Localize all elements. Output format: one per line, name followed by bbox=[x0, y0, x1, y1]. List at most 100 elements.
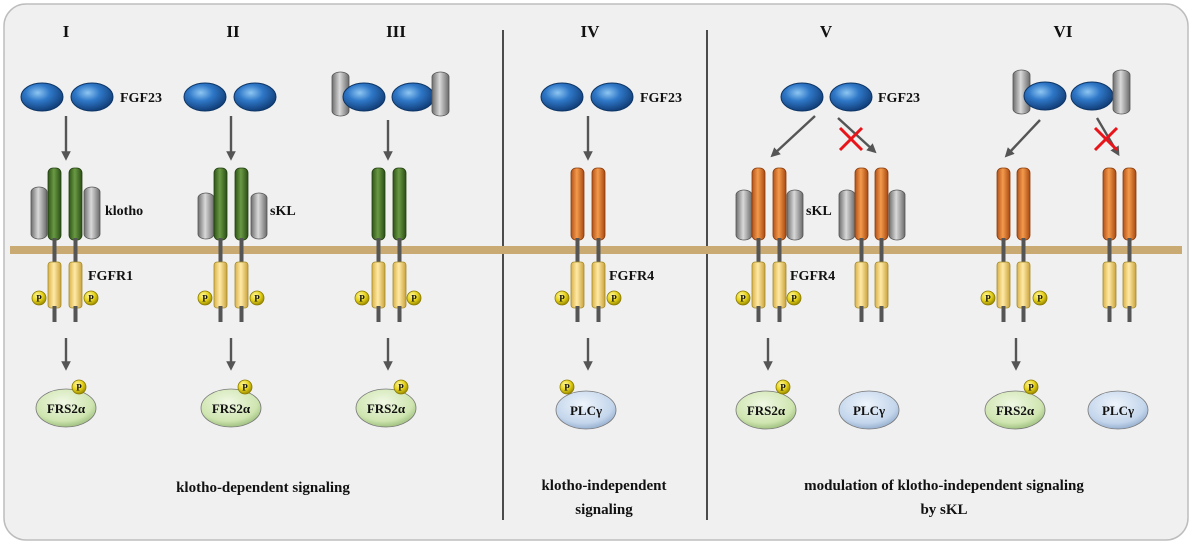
effector-label: FRS2α bbox=[996, 403, 1035, 418]
fgfr4-extracellular-domain bbox=[570, 167, 585, 241]
inhibition-cross bbox=[1093, 126, 1119, 152]
klotho-cylinder bbox=[888, 189, 906, 241]
fgfr1-extracellular-domain bbox=[392, 167, 407, 241]
transmembrane-stalk bbox=[575, 238, 580, 262]
receptor-label: FGFR4 bbox=[790, 269, 835, 284]
effector-protein bbox=[838, 390, 900, 430]
receptor-tail bbox=[376, 306, 381, 322]
effector-label: FRS2α bbox=[367, 401, 406, 416]
phospho-group bbox=[237, 379, 253, 395]
effector-protein bbox=[735, 390, 797, 430]
transmembrane-stalk bbox=[596, 238, 601, 262]
intracellular-kinase-domain bbox=[1122, 261, 1137, 309]
effector-label: PLCγ bbox=[853, 403, 885, 418]
fgf23-ligand bbox=[70, 82, 114, 112]
receptor-tail bbox=[1107, 306, 1112, 322]
receptor-label: FGFR4 bbox=[609, 269, 654, 284]
phospho-label: P bbox=[254, 294, 260, 304]
intracellular-kinase-domain bbox=[1016, 261, 1031, 309]
phospho-group bbox=[786, 290, 802, 306]
effector-label: FRS2α bbox=[747, 403, 786, 418]
receptor-tail bbox=[596, 306, 601, 322]
phospho-label: P bbox=[359, 294, 365, 304]
transmembrane-stalk bbox=[1107, 238, 1112, 262]
fgf23-ligand bbox=[1070, 81, 1114, 111]
molecule-layer bbox=[20, 69, 1149, 430]
fgf23-ligand bbox=[342, 82, 386, 112]
section-caption: klotho-dependent signaling bbox=[176, 480, 350, 496]
klotho-cylinder bbox=[83, 186, 101, 240]
fgfr1-extracellular-domain bbox=[47, 167, 62, 241]
klotho-cylinder bbox=[786, 189, 804, 241]
phospho-label: P bbox=[611, 294, 617, 304]
phospho-label: P bbox=[564, 383, 570, 393]
fgfr4-extracellular-domain bbox=[996, 167, 1011, 241]
fgf23-ligand bbox=[1023, 81, 1067, 111]
receptor-tail bbox=[859, 306, 864, 322]
klotho-cylinder bbox=[735, 189, 753, 241]
section-caption: modulation of klotho-independent signali… bbox=[804, 478, 1084, 494]
phospho-group bbox=[71, 379, 87, 395]
intracellular-kinase-domain bbox=[392, 261, 407, 309]
transmembrane-stalk bbox=[859, 238, 864, 262]
coreceptor-label: sKL bbox=[806, 204, 832, 219]
ligand-label: FGF23 bbox=[878, 91, 920, 106]
intracellular-kinase-domain bbox=[996, 261, 1011, 309]
transmembrane-stalk bbox=[1127, 238, 1132, 262]
phospho-label: P bbox=[398, 383, 404, 393]
ligand-label: FGF23 bbox=[120, 91, 162, 106]
transmembrane-stalk bbox=[1021, 238, 1026, 262]
fgf23-ligand bbox=[780, 82, 824, 112]
intracellular-kinase-domain bbox=[591, 261, 606, 309]
phospho-group bbox=[1023, 379, 1039, 395]
phospho-group bbox=[554, 290, 570, 306]
transmembrane-stalk bbox=[73, 238, 78, 262]
phospho-label: P bbox=[740, 294, 746, 304]
effector-protein bbox=[984, 390, 1046, 430]
transmembrane-stalk bbox=[376, 238, 381, 262]
fgfr1-extracellular-domain bbox=[234, 167, 249, 241]
phospho-label: P bbox=[1037, 294, 1043, 304]
effector-protein bbox=[200, 388, 262, 428]
section-caption: klotho-independent bbox=[541, 478, 666, 494]
klotho-cylinder bbox=[838, 189, 856, 241]
coreceptor-label: klotho bbox=[105, 204, 143, 219]
phospho-label: P bbox=[559, 294, 565, 304]
inhibition-cross bbox=[838, 126, 864, 152]
phospho-label: P bbox=[1028, 383, 1034, 393]
transmembrane-stalk bbox=[239, 238, 244, 262]
transmembrane-stalk bbox=[777, 238, 782, 262]
klotho-cylinder bbox=[1112, 69, 1131, 115]
phospho-label: P bbox=[202, 294, 208, 304]
section-caption: signaling bbox=[575, 502, 633, 518]
panel-numeral: V bbox=[820, 22, 833, 41]
receptor-tail bbox=[73, 306, 78, 322]
receptor-tail bbox=[756, 306, 761, 322]
cell-membrane bbox=[10, 246, 1182, 254]
phospho-group bbox=[735, 290, 751, 306]
phospho-group bbox=[31, 290, 47, 306]
effector-protein bbox=[355, 388, 417, 428]
transmembrane-stalk bbox=[879, 238, 884, 262]
fgf23-ligand bbox=[20, 82, 64, 112]
intracellular-kinase-domain bbox=[772, 261, 787, 309]
effector-label: FRS2α bbox=[212, 401, 251, 416]
intracellular-kinase-domain bbox=[234, 261, 249, 309]
fgfr1-extracellular-domain bbox=[213, 167, 228, 241]
phospho-group bbox=[393, 379, 409, 395]
fgfr4-extracellular-domain bbox=[591, 167, 606, 241]
panel-numeral: IV bbox=[581, 22, 601, 41]
phospho-label: P bbox=[985, 294, 991, 304]
fgfr4-extracellular-domain bbox=[874, 167, 889, 241]
fgf23-ligand bbox=[829, 82, 873, 112]
receptor-tail bbox=[397, 306, 402, 322]
intracellular-kinase-domain bbox=[213, 261, 228, 309]
fgfr1-extracellular-domain bbox=[68, 167, 83, 241]
intracellular-kinase-domain bbox=[854, 261, 869, 309]
signal-arrow bbox=[770, 115, 816, 158]
phospho-group bbox=[559, 379, 575, 395]
transmembrane-stalk bbox=[52, 238, 57, 262]
phospho-label: P bbox=[242, 383, 248, 393]
